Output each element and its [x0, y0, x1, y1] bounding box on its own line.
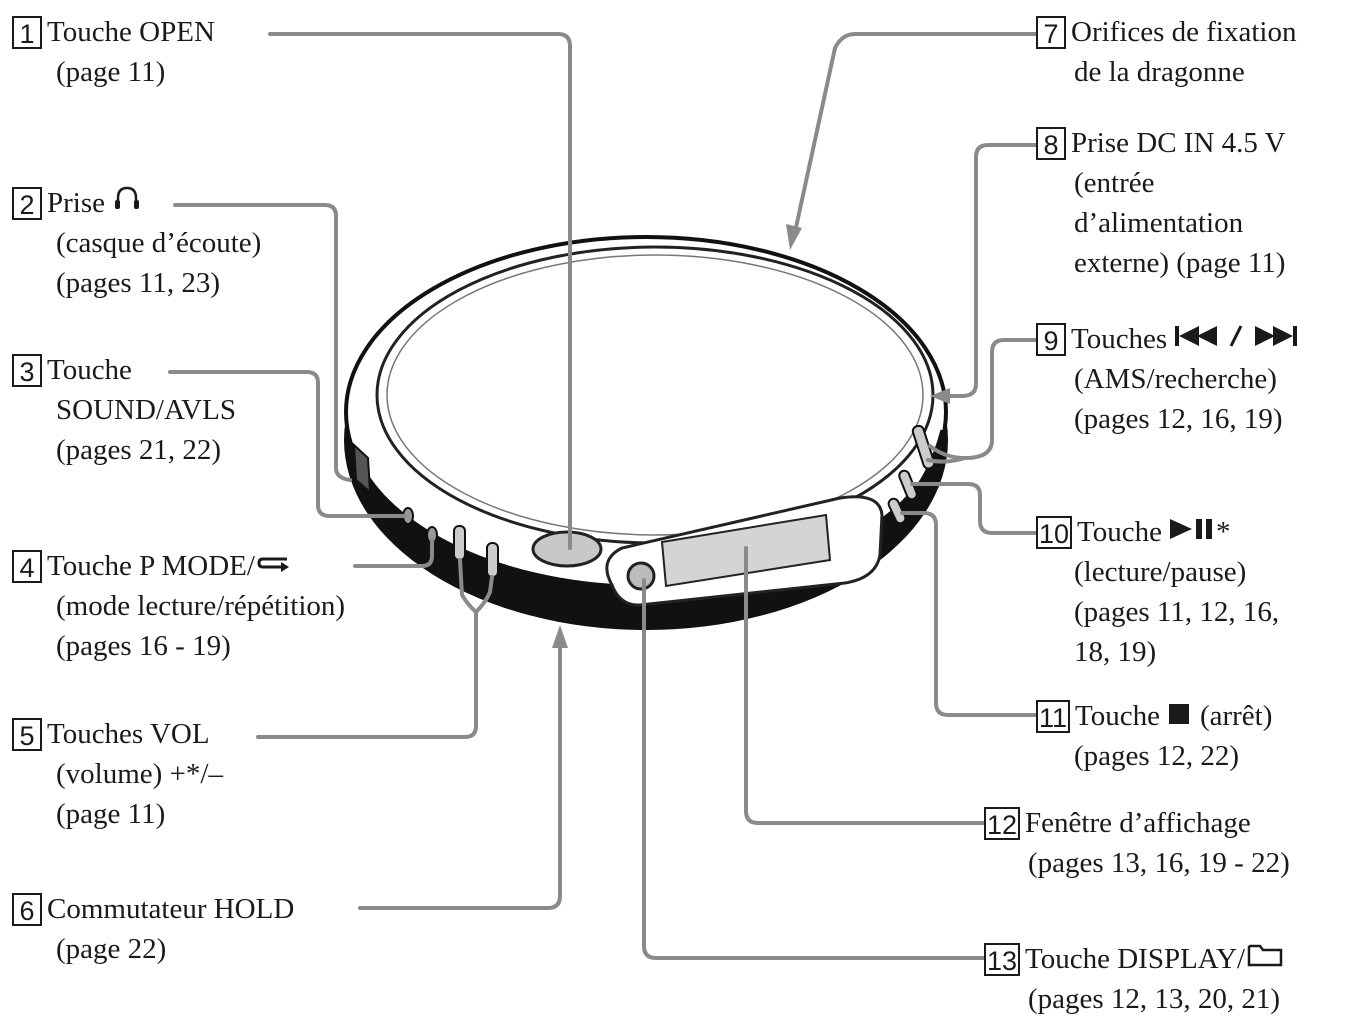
leader-9	[926, 338, 1038, 464]
callout-label: Orifices de fixation	[1071, 16, 1297, 48]
callout-line: (pages 13, 16, 19 - 22)	[1028, 847, 1290, 879]
callout-number: 13	[984, 942, 1021, 976]
callout-line: (lecture/pause)	[1074, 556, 1247, 588]
display-button-shape	[626, 561, 656, 591]
leader-3	[168, 370, 406, 518]
callout-number: 7	[1036, 15, 1066, 49]
callout-number: 6	[12, 892, 42, 926]
callout-line: (pages 11, 12, 16,	[1074, 596, 1280, 628]
callout-line: (mode lecture/répétition)	[56, 590, 346, 622]
callout-number: 12	[984, 806, 1021, 840]
callout-number: 5	[12, 717, 42, 751]
callout-line: (page 11)	[56, 798, 166, 830]
play-pause-icon	[1169, 512, 1216, 552]
callout-number: 1	[12, 15, 42, 49]
callout-number: 8	[1036, 126, 1066, 160]
callout-label: Prise	[47, 187, 105, 219]
callout-number: 10	[1036, 515, 1073, 549]
leader-13	[642, 578, 986, 960]
callout-line: externe) (page 11)	[1074, 247, 1286, 279]
arrow-6	[552, 625, 568, 648]
left-side-jack	[352, 442, 372, 495]
callout-label: Touches VOL	[47, 718, 210, 750]
leader-6	[358, 643, 562, 910]
callout-number: 11	[1036, 699, 1071, 733]
headphones-icon	[113, 183, 141, 223]
callout-label: Touche	[1077, 516, 1162, 548]
callout-line: (entrée	[1074, 167, 1155, 199]
open-button-shape	[531, 530, 603, 568]
callout-line: (AMS/recherche)	[1074, 363, 1277, 395]
repeat-icon	[257, 546, 291, 586]
callout-line: (pages 16 - 19)	[56, 630, 231, 662]
callout-label: Touche DISPLAY/	[1025, 943, 1246, 975]
callout-number: 3	[12, 353, 42, 387]
callout-label: Fenêtre d’affichage	[1025, 807, 1251, 839]
callout-line: (page 11)	[56, 56, 166, 88]
prev-next-icon	[1175, 319, 1315, 359]
arrow-8	[930, 388, 950, 404]
vol-plus-shape	[453, 525, 466, 561]
callout-label: Prise DC IN 4.5 V	[1071, 127, 1286, 159]
callout-label: Touche	[47, 354, 132, 386]
leader-1	[268, 32, 572, 550]
callout-label: Touche	[1075, 700, 1160, 732]
callout-line: (page 22)	[56, 933, 167, 965]
callout-label-suffix: (arrêt)	[1199, 700, 1273, 732]
callout-label: Touche P MODE/	[47, 550, 255, 582]
callout-line: (pages 11, 23)	[56, 267, 221, 299]
stop-icon	[1168, 696, 1190, 736]
callout-line: (pages 12, 16, 19)	[1074, 403, 1283, 435]
callout-label: Touche OPEN	[47, 16, 215, 48]
player-lid-inner	[386, 254, 924, 536]
leader-12	[744, 546, 986, 825]
callout-label: Commutateur HOLD	[47, 893, 295, 925]
callout-line: 18, 19)	[1074, 636, 1157, 668]
leader-2	[173, 203, 352, 482]
callout-number: 2	[12, 186, 42, 220]
callout-line: de la dragonne	[1074, 56, 1245, 88]
callout-label-suffix: *	[1215, 516, 1231, 548]
leader-5	[256, 558, 494, 739]
callout-label: Touches	[1071, 323, 1168, 355]
callout-number: 9	[1036, 322, 1066, 356]
callout-line: (casque d’écoute)	[56, 227, 262, 259]
callout-line: (volume) +*/–	[56, 758, 223, 790]
callout-line: (pages 12, 13, 20, 21)	[1028, 983, 1281, 1015]
callout-line: SOUND/AVLS	[56, 394, 236, 426]
callout-line: d’alimentation	[1074, 207, 1244, 239]
vol-minus-shape	[486, 542, 499, 578]
callout-line: (pages 12, 22)	[1074, 740, 1240, 772]
leader-7	[793, 32, 1038, 234]
arrow-7	[786, 224, 802, 250]
leader-11	[900, 511, 1038, 717]
callout-number: 4	[12, 549, 42, 583]
leader-10	[910, 482, 1038, 535]
callout-line: (pages 21, 22)	[56, 434, 222, 466]
folder-icon	[1247, 939, 1283, 979]
leader-4	[353, 538, 434, 568]
leader-8	[946, 143, 1038, 398]
stop-button-shape	[887, 497, 907, 525]
